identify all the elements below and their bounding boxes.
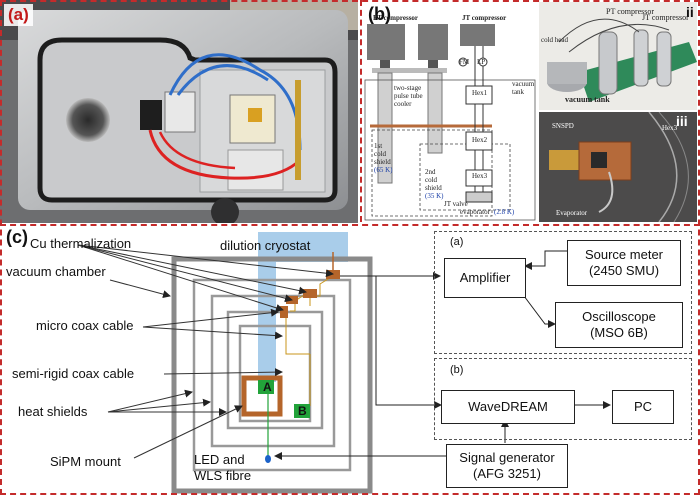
temp-35k: (35 K) (425, 192, 444, 200)
led-wls-label-1: LED and (194, 452, 245, 467)
evaporator-label: evaporator (460, 208, 490, 216)
signal-generator-model: (AFG 3251) (473, 466, 541, 481)
sipm-b-label: B (298, 404, 307, 418)
amplifier-label: Amplifier (459, 270, 511, 285)
panel-c-label: (c) (6, 227, 28, 247)
separator-vertical (360, 0, 362, 222)
hex3-label: Hex3 (472, 172, 488, 180)
led-wls-label-2: WLS fibre (194, 468, 252, 483)
photo-snspd-label: SNSPD (552, 122, 574, 130)
panel-a-label: (a) (4, 4, 33, 26)
panel-a-photo: (a) (0, 0, 358, 223)
oscilloscope-label: Oscilloscope (582, 309, 656, 324)
photo-vacuum-tank-label: vacuum tank (565, 95, 610, 104)
tank-label: tank (512, 88, 525, 96)
wavedream-box: WaveDREAM (441, 390, 575, 424)
vacuum-chamber-label: vacuum chamber (6, 264, 106, 279)
semi-rigid-coax-label: semi-rigid coax cable (12, 366, 135, 381)
wavedream-label: WaveDREAM (468, 399, 548, 414)
lp-label: LP (477, 58, 486, 66)
cryostat-mount-photo (0, 0, 358, 223)
dilution-cryostat-label: dilution cryostat (220, 238, 311, 253)
pulse-tube-label: pulse tube (394, 92, 423, 100)
sipm-a-label: A (263, 380, 272, 394)
compressor-photo (539, 2, 697, 110)
source-meter-model: (2450 SMU) (588, 263, 660, 278)
cryocooler-schematic (364, 24, 536, 221)
hex2-label: Hex2 (472, 136, 488, 144)
photo-pt-compressor-label: PT compressor (606, 7, 655, 16)
panel-b-sub-iii: iii (676, 113, 688, 129)
amplifier-box: Amplifier (444, 258, 526, 298)
temp-65k: (65 K) (374, 166, 393, 174)
group-a-label: (a) (450, 236, 464, 248)
oscilloscope-box: Oscilloscope (MSO 6B) (555, 302, 683, 348)
panel-b-label: (b) (368, 4, 391, 24)
sipm-mount-label: SiPM mount (50, 454, 121, 469)
source-meter-label: Source meter (584, 247, 664, 262)
photo-jt-compressor-label: JT compressor (642, 13, 689, 22)
panel-b-sub-ii: ii (686, 4, 694, 20)
cold-shield-1b-label: cold (374, 150, 387, 158)
separator-horizontal (0, 224, 700, 226)
group-b-frame (434, 358, 692, 440)
cold-shield-1-label: 1st (374, 142, 383, 150)
signal-generator-label: Signal generator (459, 450, 555, 465)
wiring-diagram (77, 232, 611, 494)
hex1-label: Hex1 (472, 89, 488, 97)
cold-shield-2c-label: shield (425, 184, 442, 192)
pc-box: PC (612, 390, 674, 424)
jt-valve-label: JT valve (444, 200, 468, 208)
jt-compressor-label: JT compressor (462, 14, 507, 22)
oscilloscope-model: (MSO 6B) (590, 325, 648, 340)
cooler-label: cooler (394, 100, 412, 108)
temp-evaporator: (2.8 K) (494, 208, 515, 216)
photo-hex3-label: Hex3 (662, 124, 678, 132)
heat-shields-label: heat shields (18, 404, 88, 419)
photo-cold-head-label: cold head (541, 36, 569, 44)
source-meter-box: Source meter (2450 SMU) (567, 240, 681, 286)
vacuum-label: vacuum (512, 80, 535, 88)
pc-label: PC (633, 399, 653, 414)
fm-label: FM (459, 58, 470, 66)
photo-evaporator-label: Evaporator (556, 209, 588, 217)
group-b-label: (b) (450, 364, 464, 376)
micro-coax-label: micro coax cable (36, 318, 134, 333)
photo-iii (539, 112, 697, 222)
signal-generator-box: Signal generator (AFG 3251) (446, 444, 568, 488)
cold-shield-1c-label: shield (374, 158, 391, 166)
pt-compressor-label: PT compressor (373, 14, 419, 22)
snspd-photo (539, 112, 697, 222)
cold-shield-2b-label: cold (425, 176, 438, 184)
photo-ii (539, 2, 697, 110)
cold-shield-2-label: 2nd (425, 168, 436, 176)
two-stage-label: two-stage (394, 84, 422, 92)
cu-thermalization-label: Cu thermalization (30, 236, 132, 251)
group-a-frame (434, 231, 692, 354)
